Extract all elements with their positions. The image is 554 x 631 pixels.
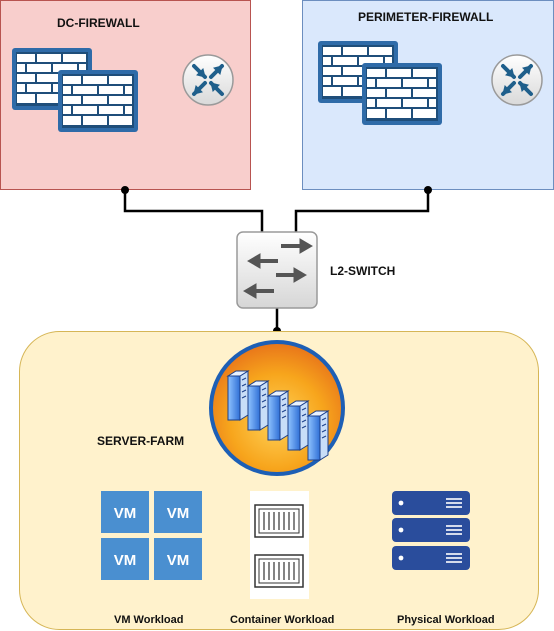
perimeter-firewall-title: PERIMETER-FIREWALL [358,10,494,24]
vm-tile-label: VM [114,552,137,569]
router-icon [181,53,235,107]
router-icon [490,53,544,107]
container-workload-label: Container Workload [230,614,335,626]
physical-workload-label: Physical Workload [397,614,495,626]
vm-tile-label: VM [167,552,190,569]
connector-perimeter-to-switch [294,190,430,232]
container-icon [250,491,309,599]
l2-switch-icon[interactable] [236,231,318,309]
vm-workload-label: VM Workload [114,614,184,626]
vm-icon: VM VM VM VM [101,491,202,580]
dc-firewall-title: DC-FIREWALL [57,16,140,30]
l2-switch-label: L2-SWITCH [330,264,396,278]
physical-server-icon [391,490,471,571]
connector-dc-to-switch [123,190,264,232]
server-farm-title: SERVER-FARM [97,434,185,448]
vm-tile-label: VM [167,505,190,522]
server-farm-icon [209,340,345,476]
vm-tile-label: VM [114,505,137,522]
